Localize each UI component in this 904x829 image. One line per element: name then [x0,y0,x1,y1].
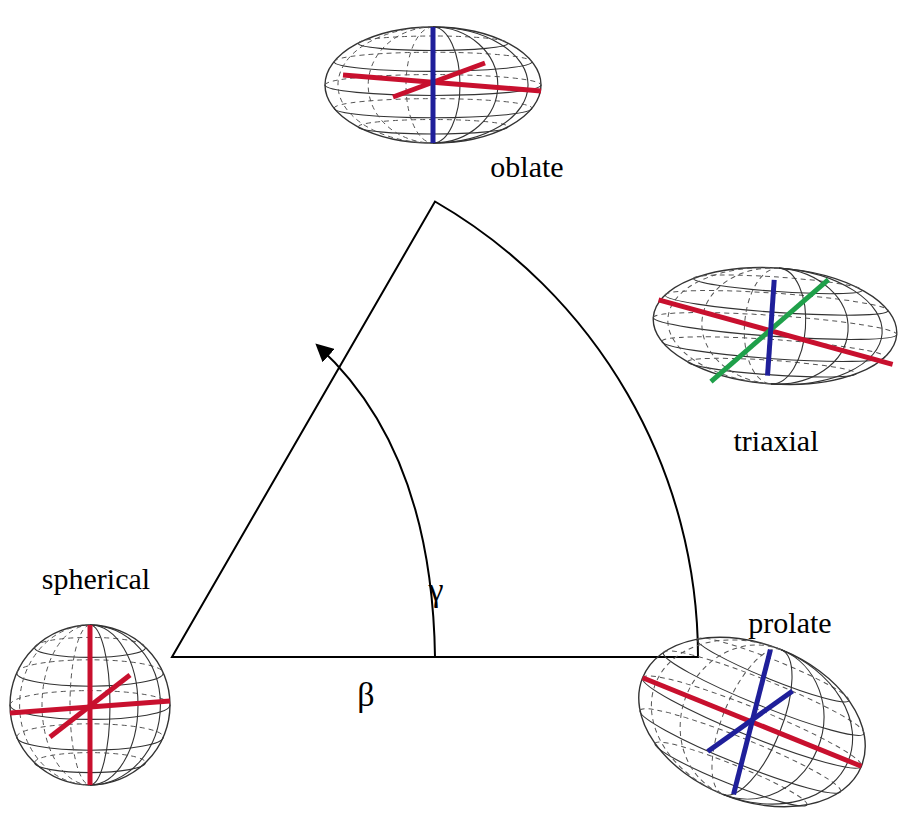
wireframe [613,605,890,829]
shape-label: oblate [490,150,563,183]
shape-label: spherical [42,562,150,595]
axis-symbol: γ [428,571,443,608]
wireframe [10,625,170,785]
wireframe [649,260,900,393]
triaxial-ellipsoid [649,260,901,395]
gamma-arrow [318,346,435,657]
shape-label: prolate [748,606,831,639]
wireframe [325,27,541,143]
axis-symbol: β [357,676,374,713]
beta-gamma-sector [172,202,698,658]
spherical-ellipsoid [10,625,170,785]
oblate-ellipsoid [325,27,541,143]
shape-label: triaxial [734,424,819,457]
prolate-ellipsoid [613,605,890,829]
